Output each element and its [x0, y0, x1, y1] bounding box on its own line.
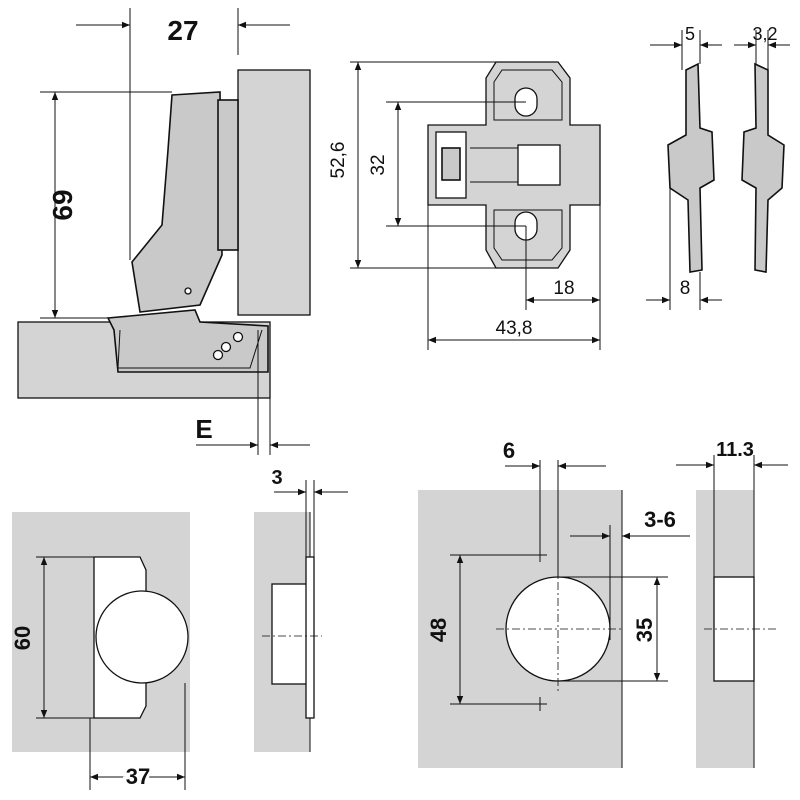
dim-plate-length-label: 43,8: [496, 318, 533, 339]
mounting-plate-view: 52,6 32 18 43,8: [328, 61, 601, 350]
mounting-plate-body: [427, 61, 601, 269]
dim-depth-label: 11.3: [716, 439, 754, 461]
cup-pocket: [271, 583, 313, 685]
door-front-view: 60 37: [10, 512, 190, 792]
dim-cup-diameter-label: 35: [632, 618, 657, 642]
cup-screw-2: [220, 341, 232, 353]
cup-hole: [95, 590, 189, 684]
hinge-pin: [184, 287, 192, 295]
cup-screw-1: [232, 331, 244, 343]
dim-edge-distance-label: 3-6: [644, 507, 676, 532]
dim-hole-spacing-label: 32: [368, 154, 389, 175]
hinge-side-view: 27 69 E: [17, 8, 311, 455]
dim-height-label: 69: [47, 189, 78, 220]
dim-center-offset-label: 18: [553, 278, 574, 299]
dim-profile-right-label: 3,2: [752, 24, 777, 44]
plate-profile-view: 5 3,2 8: [646, 24, 790, 310]
cup-screw-3: [212, 349, 224, 361]
hinge-mounting-plate: [217, 99, 239, 251]
dim-cup-width-label: 37: [126, 764, 150, 789]
drilling-section-view: 11.3: [676, 439, 788, 768]
plate-profile-left: [667, 62, 715, 273]
drilling-pattern-view: 6 3-6 48 35: [418, 438, 690, 768]
dim-profile-base-label: 8: [680, 278, 691, 299]
cabinet-side-panel: [237, 69, 311, 316]
dim-overlay-label: E: [195, 414, 212, 444]
dim-edge-label: 6: [503, 438, 515, 463]
plate-profile-right: [741, 62, 785, 273]
hinge-arm: [131, 91, 223, 313]
door-edge-section: 3: [254, 467, 348, 752]
dim-width-label: 27: [167, 15, 198, 46]
hinge-cup: [106, 309, 269, 373]
dim-plate-height-label: 52,6: [328, 142, 349, 179]
dim-profile-left-label: 5: [685, 24, 695, 44]
dim-screw-spacing-label: 48: [426, 618, 451, 642]
dim-offset-label: 3: [271, 467, 282, 489]
plate-cam: [517, 144, 561, 186]
dim-cup-height-label: 60: [10, 626, 35, 650]
